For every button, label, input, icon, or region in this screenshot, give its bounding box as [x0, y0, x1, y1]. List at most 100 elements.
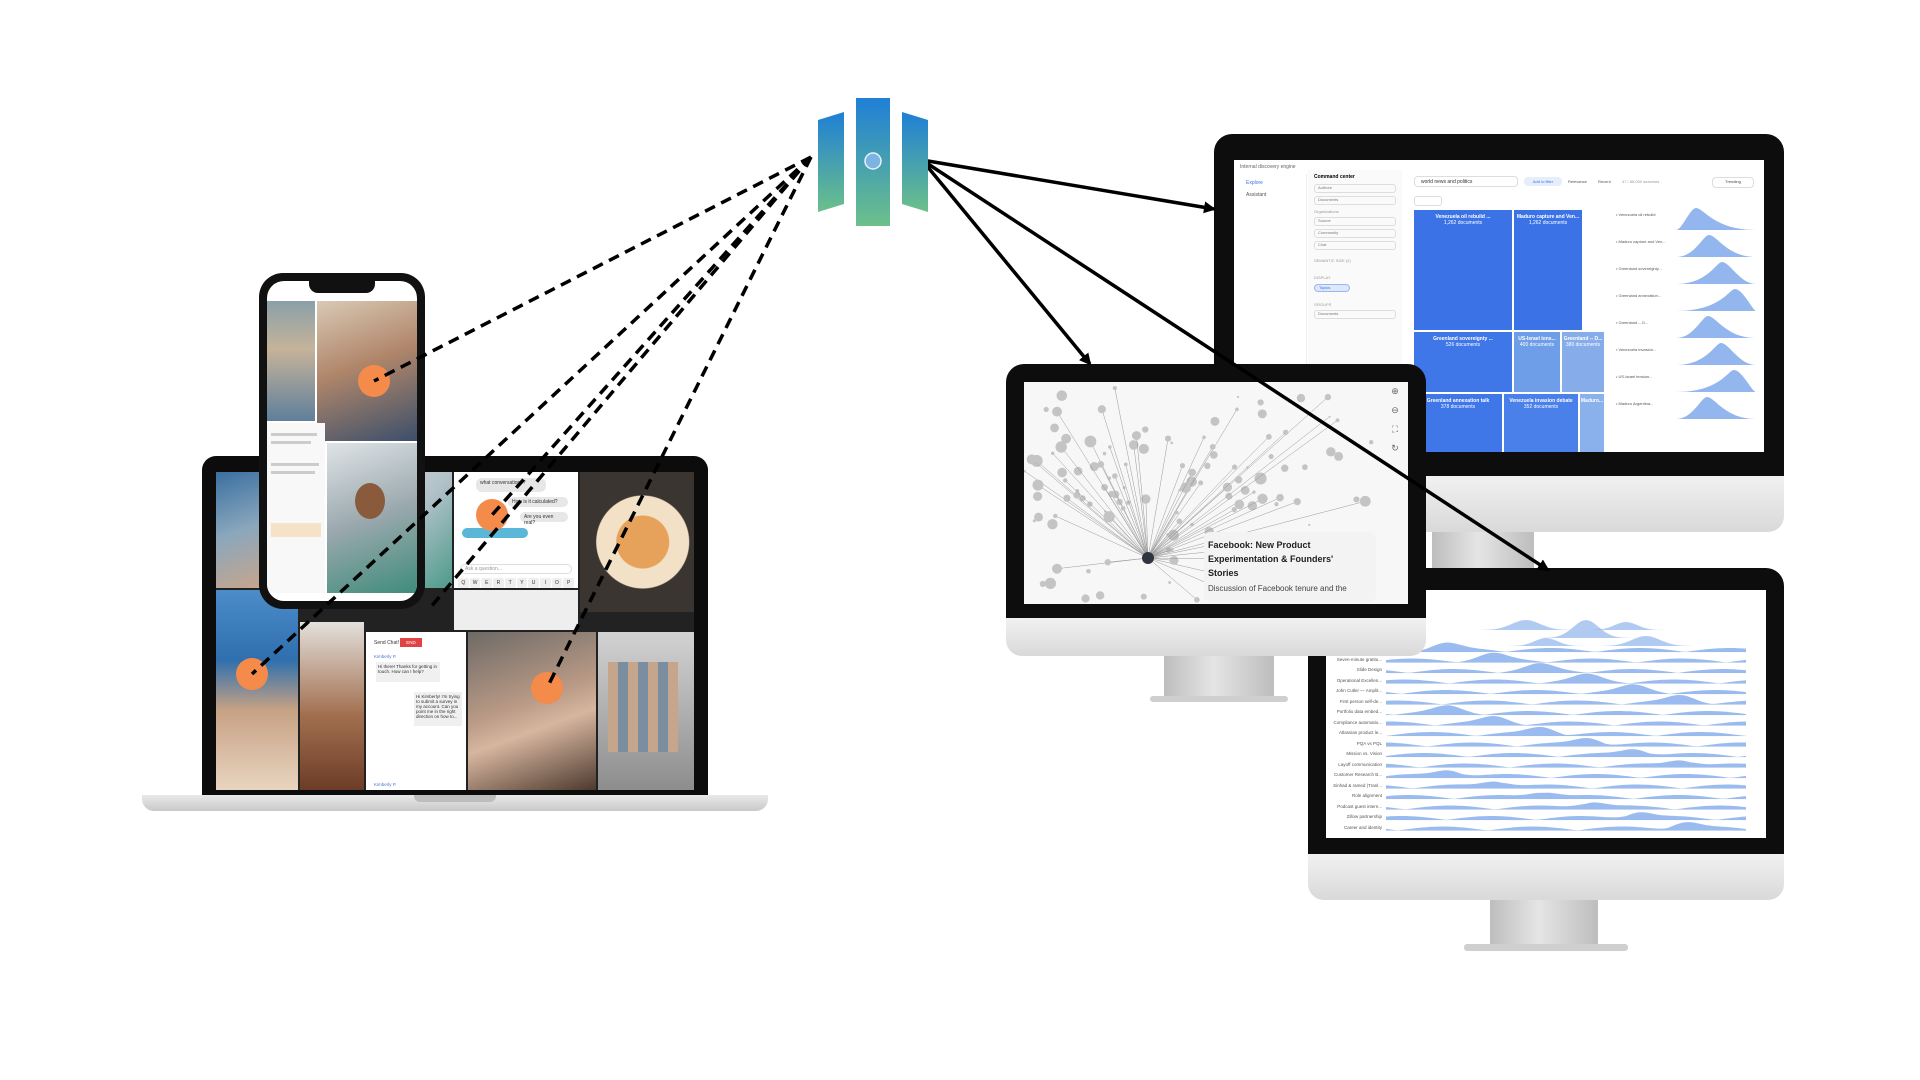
keyboard-key[interactable]: P: [563, 578, 574, 588]
panel-item[interactable]: Community: [1314, 229, 1396, 238]
ridge-curve: [1386, 674, 1746, 684]
graph-node: [1045, 578, 1056, 589]
zoom-in-icon[interactable]: ⊕: [1391, 386, 1399, 397]
keyboard-key[interactable]: U: [528, 578, 539, 588]
sort-select[interactable]: [1414, 196, 1442, 206]
hub-right-bar: [902, 112, 928, 212]
ridge-curve: [1386, 738, 1746, 747]
treemap-block[interactable]: Greenland -- D...380 documents: [1562, 332, 1604, 392]
graph-node: [1269, 454, 1274, 459]
graph-toolbar: ⊕ ⊖ ⛶ ↻: [1388, 386, 1402, 454]
ridge-label: Role alignment: [1326, 793, 1382, 798]
keyboard-key[interactable]: I: [540, 578, 551, 588]
panel-item[interactable]: Source: [1314, 217, 1396, 226]
graph-node: [1108, 445, 1112, 449]
graph-node: [1334, 452, 1343, 461]
treemap-block[interactable]: Maduro...: [1580, 394, 1604, 452]
relevance-option[interactable]: Relevance: [1568, 179, 1587, 184]
ridge-label: Layoff communication: [1326, 762, 1382, 767]
keyboard-key[interactable]: W: [470, 578, 481, 588]
panel-item[interactable]: Documents: [1314, 196, 1396, 205]
fit-view-icon[interactable]: ⛶: [1392, 424, 1398, 435]
ridge-curve: [1386, 760, 1746, 767]
keyboard-key[interactable]: E: [481, 578, 492, 588]
search-count: 47 / 85,000 searches: [1622, 179, 1659, 184]
trend-item[interactable]: • Maduro Argentina...: [1612, 393, 1762, 419]
ridge-label: Zillow partnership: [1326, 814, 1382, 819]
keyboard-key[interactable]: O: [552, 578, 563, 588]
trend-item[interactable]: • Greenland sovereignty...: [1612, 258, 1762, 284]
chat-input[interactable]: Ask a question...: [460, 564, 572, 574]
panel-title: Command center: [1314, 174, 1396, 180]
trend-item[interactable]: • US-Israel tension...: [1612, 366, 1762, 392]
trend-item[interactable]: • Greenland -- D...: [1612, 312, 1762, 338]
focus-dot: [358, 365, 390, 397]
graph-node: [1202, 436, 1206, 440]
graph-node: [1257, 494, 1267, 504]
send-chat-label: Send Chat!: [374, 640, 399, 646]
keyboard-key[interactable]: Q: [458, 578, 469, 588]
phone-screen: [267, 281, 417, 601]
group-select[interactable]: Documents: [1314, 310, 1396, 319]
trend-item[interactable]: • Greenland annexation...: [1612, 285, 1762, 311]
graph-node: [1113, 386, 1117, 390]
ridge-curve: [1386, 620, 1746, 638]
trend-sparkline: [1676, 287, 1756, 311]
graph-node: [1168, 581, 1171, 584]
tooltip-title-line: Stories: [1208, 566, 1372, 580]
recent-option[interactable]: Recent: [1598, 179, 1611, 184]
panel-item[interactable]: Authors: [1314, 184, 1396, 193]
photo-food-plate: [580, 472, 694, 612]
end-chat-button[interactable]: END CHAT: [400, 638, 422, 647]
laptop-notch: [414, 795, 496, 802]
treemap-block[interactable]: Maduro capture and Ven...1,262 documents: [1514, 210, 1582, 330]
keyboard-key[interactable]: T: [505, 578, 516, 588]
graph-node: [1252, 490, 1255, 493]
graph-node: [1101, 484, 1108, 491]
graph-node: [1080, 495, 1086, 501]
graph-edge: [1108, 558, 1148, 562]
ridge-curve: [1386, 653, 1746, 663]
ridge-label: Mission vs. Vision: [1326, 751, 1382, 756]
search-input[interactable]: world news and politics: [1414, 176, 1518, 187]
treemap-block[interactable]: US-Israel tens...400 documents: [1514, 332, 1560, 392]
graph-node: [1353, 496, 1359, 502]
treemap-block[interactable]: Venezuela oil rebuild ...1,262 documents: [1414, 210, 1512, 330]
tooltip-title-line: Facebook: New Product: [1208, 538, 1372, 552]
trend-item[interactable]: • Maduro capture and Ven...: [1612, 231, 1762, 257]
trend-item[interactable]: • Venezuela oil rebuild: [1612, 204, 1762, 230]
trending-dropdown[interactable]: Trending: [1712, 177, 1754, 188]
trend-label: • Maduro capture and Ven...: [1616, 239, 1666, 244]
graph-node: [1237, 396, 1239, 398]
graph-node: [1097, 461, 1104, 468]
keyboard-key[interactable]: Y: [517, 578, 528, 588]
graph-node: [1124, 462, 1128, 466]
panel-item[interactable]: Chat: [1314, 241, 1396, 250]
graph-node: [1104, 511, 1115, 522]
graph-node: [1132, 431, 1141, 440]
laptop-chat-window: Send Chat! END CHAT Kimberly P. Hi there…: [366, 632, 466, 790]
filter-chip[interactable]: Topics: [1314, 284, 1350, 292]
trend-list: • Venezuela oil rebuild • Maduro capture …: [1612, 204, 1762, 452]
graph-node: [1188, 469, 1196, 477]
add-filter-button[interactable]: Add to filter: [1524, 177, 1562, 186]
graph-node: [1063, 478, 1067, 482]
trend-label: • Greenland -- D...: [1616, 320, 1666, 325]
reset-icon[interactable]: ↻: [1391, 443, 1399, 454]
ridge-curve: [1386, 705, 1746, 715]
nav-item-explore[interactable]: Explore: [1246, 180, 1306, 186]
graph-node: [1180, 463, 1185, 468]
nav-item-assistant[interactable]: Assistant: [1246, 192, 1306, 198]
graph-node: [1087, 437, 1092, 442]
graph-node: [1210, 444, 1216, 450]
treemap-block[interactable]: Greenland sovereignty ...526 documents: [1414, 332, 1512, 392]
trend-item[interactable]: • Venezuela invasion...: [1612, 339, 1762, 365]
graph-node: [1139, 444, 1149, 454]
chat-window-phone: what conversations? How is it calculated…: [454, 472, 578, 588]
photo-woman-sea: [216, 590, 298, 790]
keyboard-key[interactable]: R: [493, 578, 504, 588]
zoom-out-icon[interactable]: ⊖: [1391, 405, 1399, 416]
